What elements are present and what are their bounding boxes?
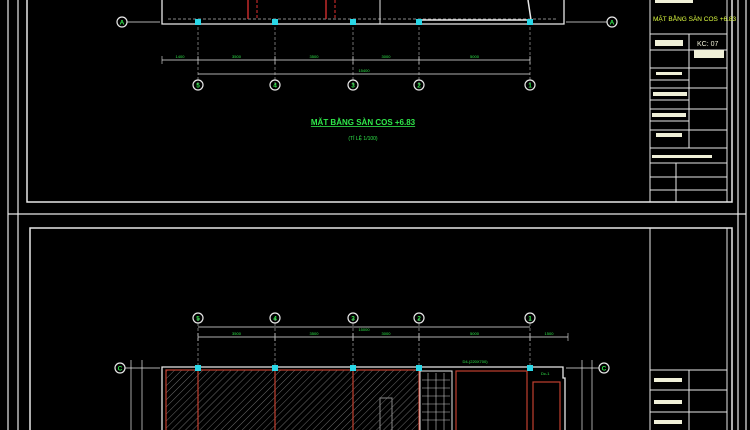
dimension-text: 3000 — [382, 54, 392, 59]
axis-bubble — [413, 312, 425, 324]
axis-label: 4 — [273, 82, 277, 89]
column — [195, 365, 201, 371]
dimension-text: 1500 — [545, 331, 555, 336]
axis-label: C — [118, 365, 123, 372]
column — [272, 19, 278, 25]
column — [350, 365, 356, 371]
dimension-text: 3500 — [232, 331, 242, 336]
dimension-text: 5000 — [470, 331, 480, 336]
axis-bubble — [524, 79, 536, 91]
bottom-title-block — [649, 228, 728, 430]
axis-label: 3 — [351, 82, 355, 89]
axis-bubble — [347, 312, 359, 324]
axis-bubble — [524, 312, 536, 324]
axis-label: 2 — [417, 315, 421, 322]
dimension-text: 3500 — [232, 54, 242, 59]
axis-bubble — [598, 362, 610, 374]
dimension-text: 1400 — [176, 54, 186, 59]
title-block-drawing-title: MẶT BẰNG SÀN COS +6.83 — [653, 14, 737, 23]
axis-bubble — [114, 362, 126, 374]
bottom-plan-building — [161, 366, 566, 430]
axis-label: A — [610, 19, 615, 26]
axis-label: 1 — [528, 315, 532, 322]
column — [527, 19, 533, 25]
axis-bubble — [269, 312, 281, 324]
column — [350, 19, 356, 25]
top-plan-axes: 5 4 3 2 1 1400 3500 3500 3000 5000 15400 A A — [116, 16, 618, 91]
dimension-text: 3000 — [382, 331, 392, 336]
column — [416, 19, 422, 25]
dimension-total-text: 15000 — [358, 327, 370, 332]
axis-bubble — [192, 312, 204, 324]
column — [527, 365, 533, 371]
dimension-total-text: 15400 — [358, 68, 370, 73]
title-block — [649, 0, 728, 202]
axis-label: 3 — [351, 315, 355, 322]
bottom-title-block-fills — [654, 378, 682, 424]
top-plan-building — [161, 0, 565, 25]
axis-label: 1 — [528, 82, 532, 89]
axis-bubble — [192, 79, 204, 91]
title-block-code: KC: 07 — [697, 41, 719, 48]
top-plan-scale: (TỈ LỆ 1/100) — [348, 134, 378, 142]
title-block-fills — [652, 0, 724, 158]
column — [195, 19, 201, 25]
bottom-beam-label: D4-(220X700) — [462, 359, 488, 364]
axis-label: 5 — [196, 315, 200, 322]
axis-label: 2 — [417, 82, 421, 89]
top-plan-title: MẶT BẰNG SÀN COS +6.83 — [311, 118, 416, 127]
axis-label: A — [120, 19, 125, 26]
axis-label: 4 — [273, 315, 277, 322]
axis-bubble — [347, 79, 359, 91]
sheet-frames — [7, 0, 747, 430]
dimension-text: 3500 — [310, 331, 320, 336]
dimension-text: 5000 — [470, 54, 480, 59]
axis-label: 5 — [196, 82, 200, 89]
axis-bubble — [116, 16, 128, 28]
axis-label: C — [602, 365, 607, 372]
bottom-beam-label: Dc-1 — [541, 371, 550, 376]
dimension-text: 3500 — [310, 54, 320, 59]
axis-bubble — [606, 16, 618, 28]
axis-bubble — [413, 79, 425, 91]
axis-bubble — [269, 79, 281, 91]
column — [416, 365, 422, 371]
column — [272, 365, 278, 371]
